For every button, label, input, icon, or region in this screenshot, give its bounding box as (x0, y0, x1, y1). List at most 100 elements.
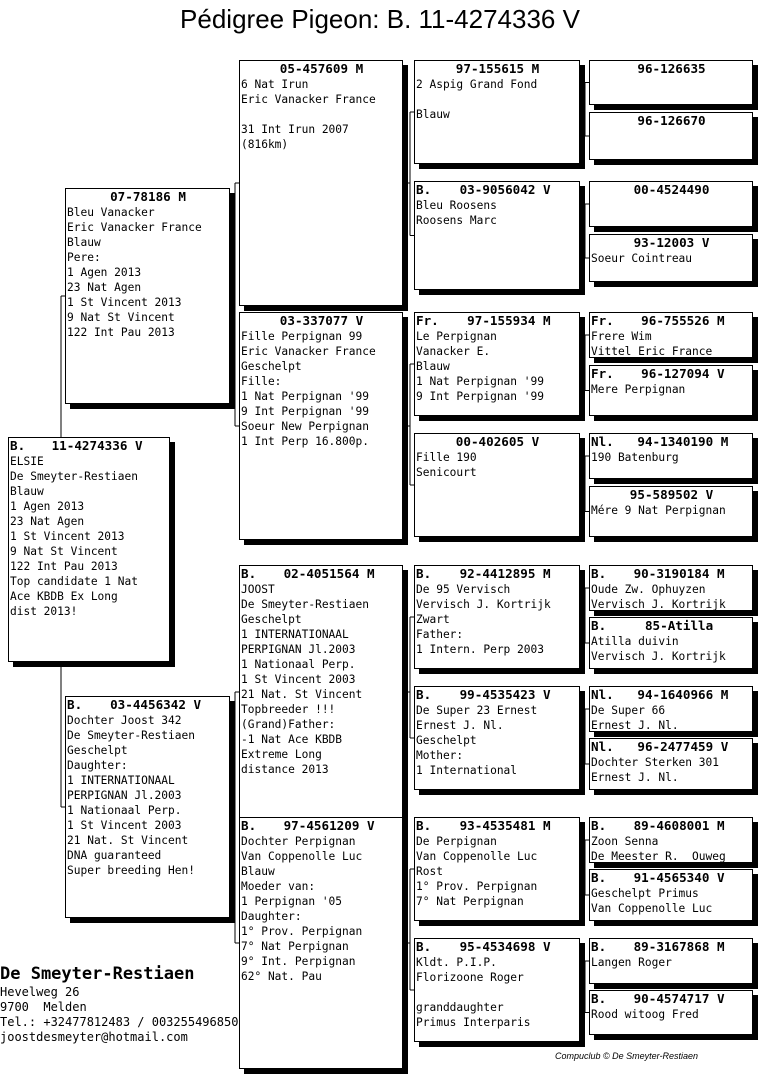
ring-number-text: 90-4574717 V (633, 991, 725, 1006)
pigeon-info-line: 62° Nat. Pau (241, 970, 322, 983)
ring-number-text: 85-Atilla (644, 618, 714, 633)
pigeon-card-g1: 96-126635 (589, 60, 753, 105)
pigeon-info-line: Moeder van: (241, 880, 316, 893)
pigeon-info-line: 1 Nationaal Perp. (67, 804, 182, 817)
ring-number-text: 96-126635 (637, 61, 706, 76)
pigeon-info-line: Mére 9 Nat Perpignan (591, 504, 726, 517)
pigeon-info-line: (Grand)Father: (241, 718, 336, 731)
country-prefix: B. (416, 566, 432, 581)
pigeon-info-line: Van Coppenolle Luc (241, 850, 363, 863)
ring-number-text: 05-457609 M (279, 61, 364, 76)
ring-number: 95-589502 V (590, 487, 752, 503)
ring-number-text: 99-4535423 V (459, 687, 551, 702)
pigeon-info-line: Eric Vanacker France (241, 93, 376, 106)
pigeon-info-line: Blauw (416, 360, 450, 373)
pigeon-info-line: 23 Nat Agen (67, 281, 142, 294)
pigeon-info-line: De Meester R. Ouweg (591, 850, 726, 863)
ring-number: Fr.96-127094 V (590, 366, 752, 382)
breeder-info: De Smeyter-Restiaen Hevelweg 26 9700 Mel… (0, 963, 238, 1045)
ring-number: B.85-Atilla (590, 618, 752, 634)
ring-number: 07-78186 M (66, 189, 229, 205)
ring-number: 03-337077 V (240, 313, 402, 329)
pigeon-info-line: Geschelpt Primus (591, 887, 699, 900)
pigeon-info-line: 1 St Vincent 2003 (67, 819, 182, 832)
pigeon-info-line: 7° Nat Perpignan (416, 895, 524, 908)
ring-number-text: 95-4534698 V (459, 939, 551, 954)
ring-number-text: 97-155934 M (467, 313, 551, 328)
ring-number: B.11-4274336 V (9, 438, 169, 454)
pigeon-info-line: 1 Nationaal Perp. (241, 658, 356, 671)
pigeon-info-line: JOOST (241, 583, 275, 596)
pigeon-info-line: 1 INTERNATIONAAL (241, 628, 349, 641)
pigeon-info-line: 6 Nat Irun (241, 78, 309, 91)
pigeon-info-line: 9 Int Perpignan '99 (241, 405, 369, 418)
ring-number: 05-457609 M (240, 61, 402, 77)
pigeon-info-line: 1 Intern. Perp 2003 (416, 643, 544, 656)
pigeon-info-line: Blauw (416, 108, 450, 121)
ring-number: 00-4524490 (590, 182, 752, 198)
ring-number-text: 92-4412895 M (459, 566, 551, 581)
ring-number-text: 93-12003 V (633, 235, 710, 250)
pigeon-info-line: 122 Int Pau 2013 (67, 326, 175, 339)
ring-number: 97-155615 M (415, 61, 579, 77)
ring-number: B.03-9056042 V (415, 182, 579, 198)
ring-number-text: 00-402605 V (455, 434, 540, 449)
pigeon-info-line: Geschelpt (416, 734, 477, 747)
ring-number: B.89-3167868 M (590, 939, 752, 955)
country-prefix: Nl. (591, 687, 614, 702)
pigeon-info-line: Blauw (67, 236, 101, 249)
pigeon-info-line: 9 Int Perpignan '99 (416, 390, 544, 403)
pigeon-info-line: Langen Roger (591, 956, 672, 969)
pigeon-info-line: Le Perpignan (416, 330, 497, 343)
breeder-city: 9700 Melden (0, 1000, 87, 1014)
pigeon-info-line: De Smeyter-Restiaen (67, 729, 195, 742)
country-prefix: B. (416, 939, 432, 954)
pigeon-info-line: Roosens Marc (416, 214, 497, 227)
pigeon-info-line: Top candidate 1 Nat (10, 575, 138, 588)
pigeon-info-line: Zoon Senna (591, 835, 659, 848)
ring-number: B.93-4535481 M (415, 818, 579, 834)
pigeon-card-g2: 96-126670 (589, 112, 753, 160)
ring-number-text: 97-155615 M (455, 61, 540, 76)
ring-number: B. 95-4534698 V (415, 939, 579, 955)
country-prefix: B. (241, 818, 257, 833)
ring-number: 96-126635 (590, 61, 752, 77)
country-prefix: B. (67, 697, 83, 712)
pigeon-info-line: Father: (416, 628, 464, 641)
pigeon-info-line: 31 Int Irun 2007 (241, 123, 349, 136)
ring-number-text: 97-4561209 V (283, 818, 375, 833)
breeder-name: De Smeyter-Restiaen (0, 964, 195, 984)
country-prefix: Fr. (416, 313, 439, 328)
ring-number-text: 02-4051564 M (283, 566, 375, 581)
pigeon-info-line: De Super 66 (591, 704, 666, 717)
ring-number: Fr.96-755526 M (590, 313, 752, 329)
pigeon-info-line: distance 2013 (241, 763, 329, 776)
pigeon-info-line: Fille: (241, 375, 282, 388)
ring-number: B.89-4608001 M (590, 818, 752, 834)
pigeon-info-line: Rost (416, 865, 443, 878)
pigeon-info-line: PERPIGNAN Jl.2003 (241, 643, 356, 656)
pigeon-info-line: Van Coppenolle Luc (416, 850, 538, 863)
pigeon-info-line: Vervisch J. Kortrijk (591, 598, 726, 611)
pigeon-card-g8: 95-589502 V Mére 9 Nat Perpignan (589, 486, 753, 537)
pigeon-info-line: Topbreeder !!! (241, 703, 336, 716)
pigeon-info-line: Eric Vanacker France (67, 221, 202, 234)
pigeon-info-line: Senicourt (416, 466, 477, 479)
breeder-phone: Tel.: +32477812483 / 003255496850 (0, 1015, 239, 1029)
pigeon-info-line: 122 Int Pau 2013 (10, 560, 118, 573)
country-prefix: B. (591, 870, 607, 885)
pigeon-info-line: Ernest J. Nl. (591, 719, 679, 732)
pigeon-info-line: Super breeding Hen! (67, 864, 195, 877)
ring-number: B.02-4051564 M (240, 566, 402, 582)
ring-number: B.90-4574717 V (590, 991, 752, 1007)
breeder-email[interactable]: joostdesmeyter@hotmail.com (0, 1030, 188, 1044)
pigeon-info-line: De Smeyter-Restiaen (10, 470, 138, 483)
ring-number-text: 95-589502 V (629, 487, 714, 502)
pigeon-info-line: 1 Int Perp 16.800p. (241, 435, 369, 448)
